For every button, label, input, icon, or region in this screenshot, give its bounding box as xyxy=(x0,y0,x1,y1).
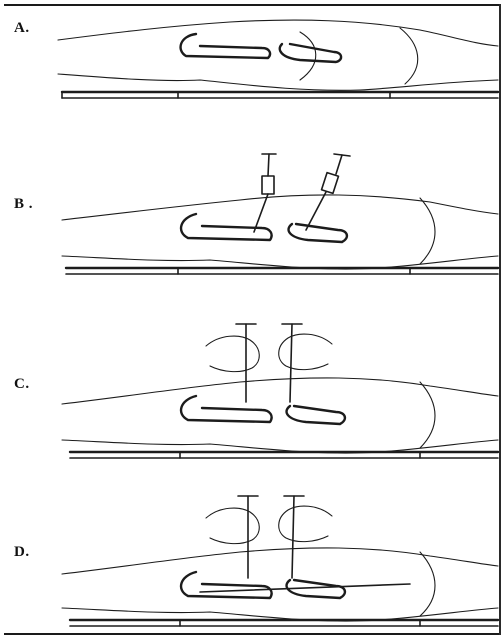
panel-a: A. xyxy=(0,0,503,115)
panel-b: B . xyxy=(0,140,503,290)
limb-catheter-drawing xyxy=(0,480,503,635)
limb-injection-drawing xyxy=(0,140,503,290)
panel-d: D. xyxy=(0,480,503,635)
limb-on-table-drawing xyxy=(0,0,503,115)
limb-guidewire-drawing xyxy=(0,310,503,470)
panel-c: C. xyxy=(0,310,503,470)
